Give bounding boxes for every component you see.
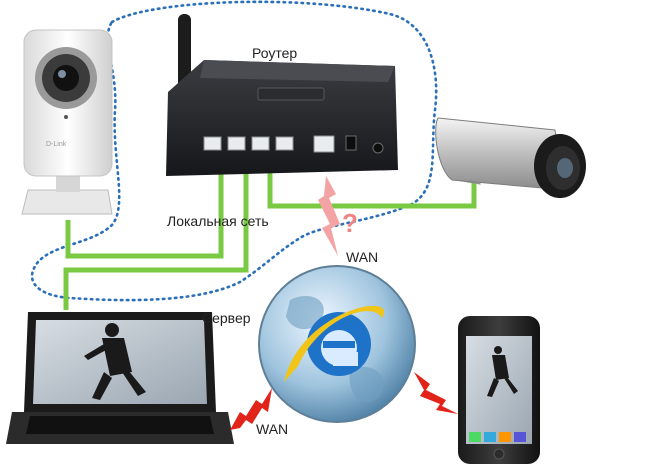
wan-label-top: WAN bbox=[346, 249, 378, 265]
svg-text:D-Link: D-Link bbox=[46, 141, 67, 148]
local-network-boundary bbox=[30, 0, 438, 302]
hacker-figure-laptop bbox=[84, 323, 146, 400]
question-mark-label: ? bbox=[342, 208, 358, 238]
wan-label-bottom: WAN bbox=[256, 421, 288, 437]
cable-bullet-camera bbox=[267, 150, 477, 209]
ethernet-cables bbox=[63, 150, 477, 310]
router-icon bbox=[166, 14, 398, 176]
wan-signal-laptop-icon bbox=[230, 388, 272, 430]
cable-laptop bbox=[63, 150, 249, 310]
server-label: Сервер bbox=[202, 310, 251, 326]
phone-app-icons bbox=[469, 432, 526, 442]
router-label: Роутер bbox=[252, 45, 297, 61]
wan-signal-phone-icon bbox=[414, 372, 458, 414]
cable-indoor-camera bbox=[65, 150, 224, 259]
internet-explorer-globe-icon bbox=[258, 265, 416, 423]
laptop-icon bbox=[6, 312, 234, 444]
wan-signal-router-icon bbox=[318, 176, 340, 256]
hacker-figure-phone bbox=[487, 346, 518, 397]
local-network-label: Локальная сеть bbox=[167, 213, 269, 229]
smartphone-icon bbox=[458, 316, 540, 464]
bullet-camera-icon bbox=[435, 117, 586, 198]
ip-camera-indoor-icon: D-Link bbox=[21, 29, 113, 215]
